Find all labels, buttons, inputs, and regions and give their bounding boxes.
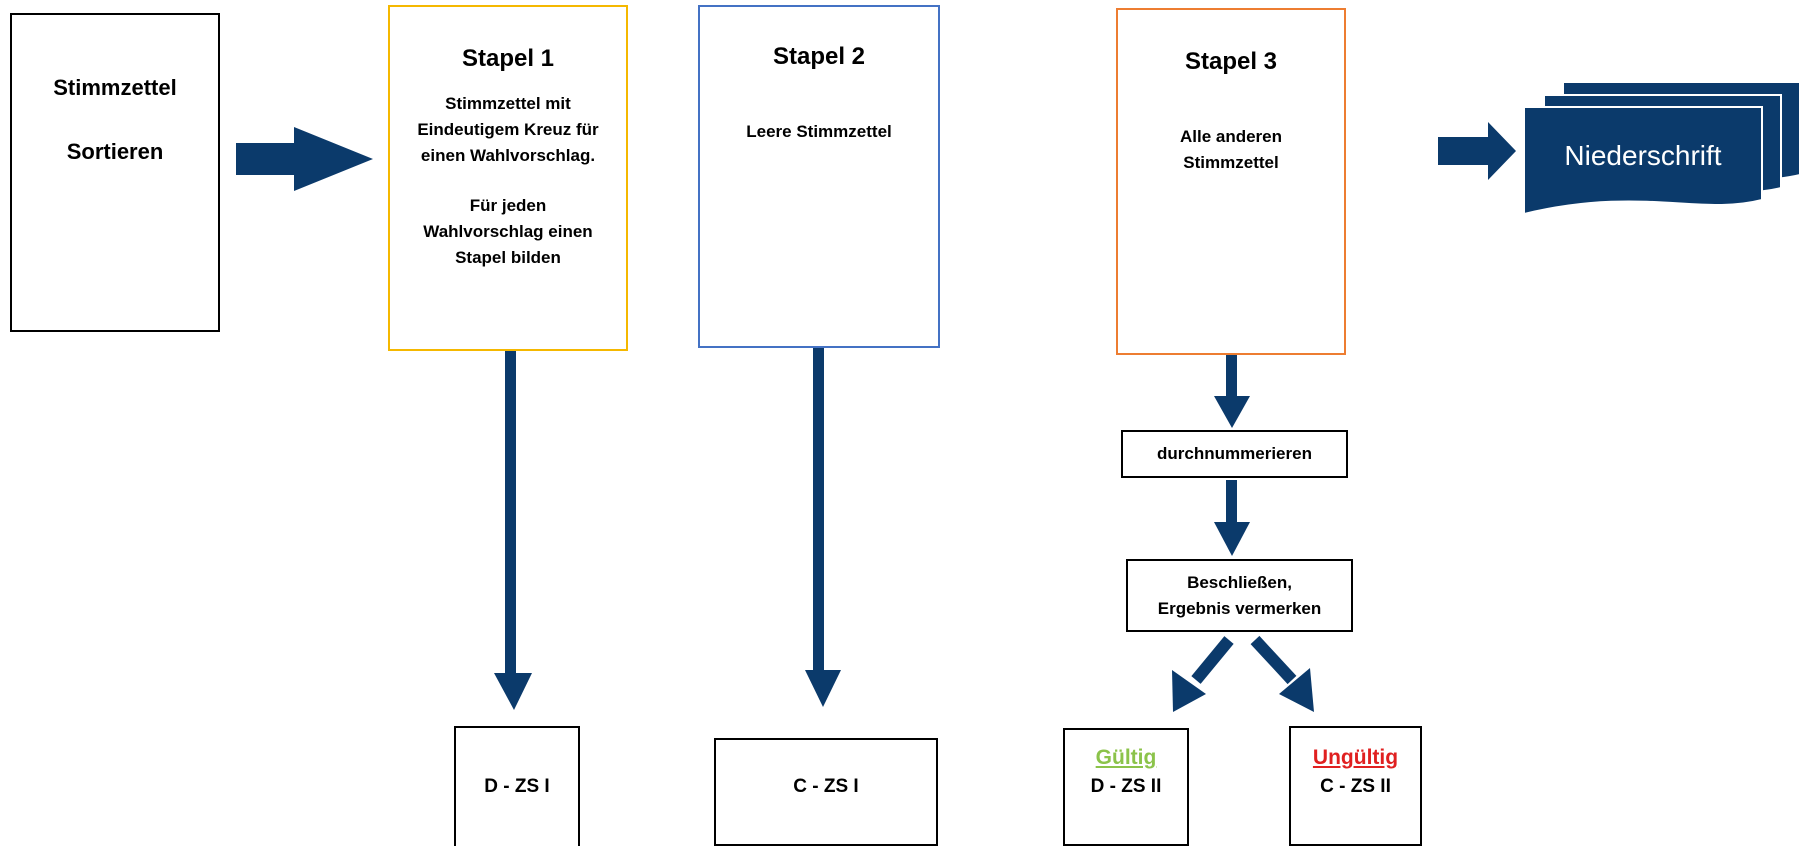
arrow-stapel2-down [805,347,841,707]
stapel3-text-line: Alle anderen [1179,127,1283,146]
stapel3-title: Stapel 3 [1184,48,1278,75]
stapel1-title: Stapel 1 [461,45,555,72]
start-line1: Stimmzettel [53,75,177,100]
step-decide-line: Ergebnis vermerken [1157,598,1322,618]
arrow-start-to-stapel1 [236,127,373,191]
document-stack-icon [1523,81,1801,216]
stapel1-text-line: Stapel bilden [455,248,561,267]
result-d-zs1-label: D - ZS I [484,776,550,797]
stapel1-text-line: einen Wahlvorschlag. [420,146,596,165]
valid-label: Gültig [1095,746,1157,769]
stapel1-text-line: Stimmzettel mit [445,94,571,113]
valid-code: D - ZS II [1090,776,1162,797]
valid-box: Gültig D - ZS II [1063,728,1189,846]
start-box: Stimmzettel Sortieren [10,13,220,332]
arrow-stapel1-down [494,349,532,710]
step-decide-box: Beschließen, Ergebnis vermerken [1126,559,1353,632]
stapel3-text-line: Stimmzettel [1183,153,1279,172]
step-decide-text: Beschließen, Ergebnis vermerken [1158,570,1321,622]
invalid-code: C - ZS II [1320,776,1391,797]
invalid-label: Ungültig [1312,746,1399,769]
arrow-decide-to-valid [1172,636,1234,712]
document-label: Niederschrift [1564,140,1722,171]
result-c-zs1-label: C - ZS I [793,776,859,797]
arrow-to-document [1438,122,1516,180]
result-c-zs1-box: C - ZS I [714,738,938,846]
stapel3-text: Alle anderen Stimmzettel [1180,124,1282,176]
stapel2-box: Stapel 2 Leere Stimmzettel [698,5,940,348]
result-d-zs1-box: D - ZS I [454,726,580,846]
step-decide-line: Beschließen, [1187,572,1292,592]
stapel3-box: Stapel 3 Alle anderen Stimmzettel [1116,8,1346,355]
arrow-number-to-decide [1214,480,1250,556]
arrow-decide-to-invalid [1250,635,1314,712]
stapel2-title: Stapel 2 [772,43,866,70]
invalid-box: Ungültig C - ZS II [1289,726,1422,846]
stapel1-text: Stimmzettel mit Eindeutigem Kreuz für ei… [417,91,598,271]
stapel2-text: Leere Stimmzettel [746,122,892,141]
arrow-stapel3-to-number [1214,355,1250,428]
step-number-box: durchnummerieren [1121,430,1348,478]
stapel1-text-line: Eindeutigem Kreuz für [417,120,599,139]
stapel1-text-line: Für jeden [469,196,547,215]
step-number-label: durchnummerieren [1157,444,1312,463]
stapel1-text-line: Wahlvorschlag einen [423,222,593,241]
stapel1-box: Stapel 1 Stimmzettel mit Eindeutigem Kre… [388,5,628,351]
start-line2: Sortieren [66,139,164,164]
